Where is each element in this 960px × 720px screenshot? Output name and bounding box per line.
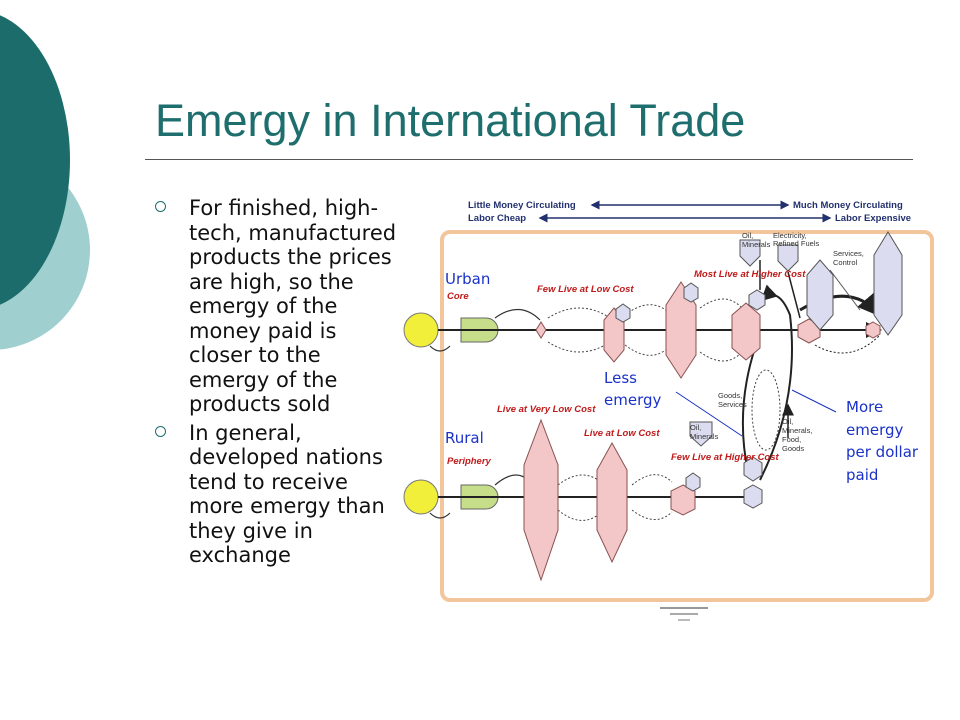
- goods-interaction-icon: [685, 472, 701, 492]
- system-frame: [440, 230, 934, 602]
- svg-text:per dollar: per dollar: [846, 443, 919, 461]
- sun-source-icon: [403, 479, 439, 515]
- consumer-diamond: [535, 321, 547, 339]
- market-hexagon: [865, 321, 881, 339]
- sun-source-icon: [403, 312, 439, 348]
- live-very-low-cost-label: Live at Very Low Cost: [497, 404, 596, 415]
- live-low-cost-label: Live at Low Cost: [584, 428, 660, 439]
- svg-text:Services: Services: [718, 400, 747, 409]
- svg-text:paid: paid: [846, 466, 878, 484]
- oil-source-icon: [689, 421, 713, 447]
- exchange-loop: [759, 284, 793, 481]
- control-store-icon: [873, 231, 903, 336]
- svg-text:Goods: Goods: [782, 444, 804, 453]
- services-store-icon: [806, 259, 834, 331]
- few-live-higher-cost-label: Few Live at Higher Cost: [671, 452, 780, 463]
- bullet-item: In general, developed nations tend to re…: [155, 421, 400, 568]
- rural-label: Rural: [445, 429, 484, 447]
- labor-cheap-label: Labor Cheap: [468, 213, 526, 224]
- rural-storage-icon: [596, 441, 628, 564]
- oil-minerals-label: Oil,: [690, 423, 701, 432]
- oil-label: Oil,: [742, 231, 753, 240]
- city-consumer-icon: [665, 281, 697, 379]
- bullet-list: For finished, high-tech, manufactured pr…: [155, 196, 400, 572]
- dark-teal-circle: [0, 15, 70, 305]
- periphery-label: Periphery: [447, 456, 492, 467]
- svg-text:Control: Control: [833, 258, 858, 267]
- svg-text:Minerals: Minerals: [690, 432, 719, 441]
- electricity-label: Electricity,: [773, 231, 807, 240]
- svg-text:Minerals: Minerals: [742, 240, 771, 249]
- svg-text:Food,: Food,: [782, 435, 801, 444]
- title-divider: [145, 159, 913, 160]
- bullet-text: For finished, high-tech, manufactured pr…: [189, 196, 397, 416]
- little-money-label: Little Money Circulating: [468, 200, 576, 211]
- most-live-higher-cost-label: Most Live at Higher Cost: [694, 269, 806, 280]
- bullet-circle-icon: [155, 201, 166, 212]
- goods-interaction-icon: [743, 456, 763, 482]
- svg-text:emergy: emergy: [846, 421, 903, 439]
- food-goods-label: Oil,: [782, 417, 793, 426]
- goods-interaction-icon: [615, 303, 631, 323]
- services-label: Services,: [833, 249, 864, 258]
- bullet-text: In general, developed nations tend to re…: [189, 420, 385, 568]
- oil-source-icon: [739, 239, 761, 267]
- svg-text:Refined Fuels: Refined Fuels: [773, 239, 820, 248]
- consumer-hexagon: [731, 302, 761, 361]
- svg-text:Minerals,: Minerals,: [782, 426, 812, 435]
- consumer-hexagon: [670, 484, 696, 516]
- few-live-low-cost-label: Few Live at Low Cost: [537, 284, 634, 295]
- less-emergy-annotation: Less: [604, 369, 637, 387]
- less-emergy-pointer: [675, 391, 743, 437]
- slide-title: Emergy in International Trade: [155, 95, 746, 146]
- core-label: Core: [447, 291, 469, 302]
- goods-interaction-icon: [748, 289, 766, 311]
- more-emergy-pointer: [791, 389, 837, 413]
- fuel-source-icon: [777, 244, 799, 272]
- more-emergy-annotation: More: [846, 398, 883, 416]
- bullet-circle-icon: [155, 425, 166, 437]
- goods-interaction-icon: [743, 484, 763, 509]
- goods-label: Goods,: [718, 391, 742, 400]
- bullet-item: For finished, high-tech, manufactured pr…: [155, 196, 400, 417]
- rural-storage-icon: [523, 418, 559, 582]
- goods-interaction-icon: [683, 282, 699, 303]
- urban-label: Urban: [445, 270, 490, 288]
- labor-expensive-label: Labor Expensive: [835, 213, 911, 224]
- svg-text:emergy: emergy: [604, 391, 661, 409]
- money-loop: [751, 369, 781, 451]
- much-money-label: Much Money Circulating: [793, 200, 903, 211]
